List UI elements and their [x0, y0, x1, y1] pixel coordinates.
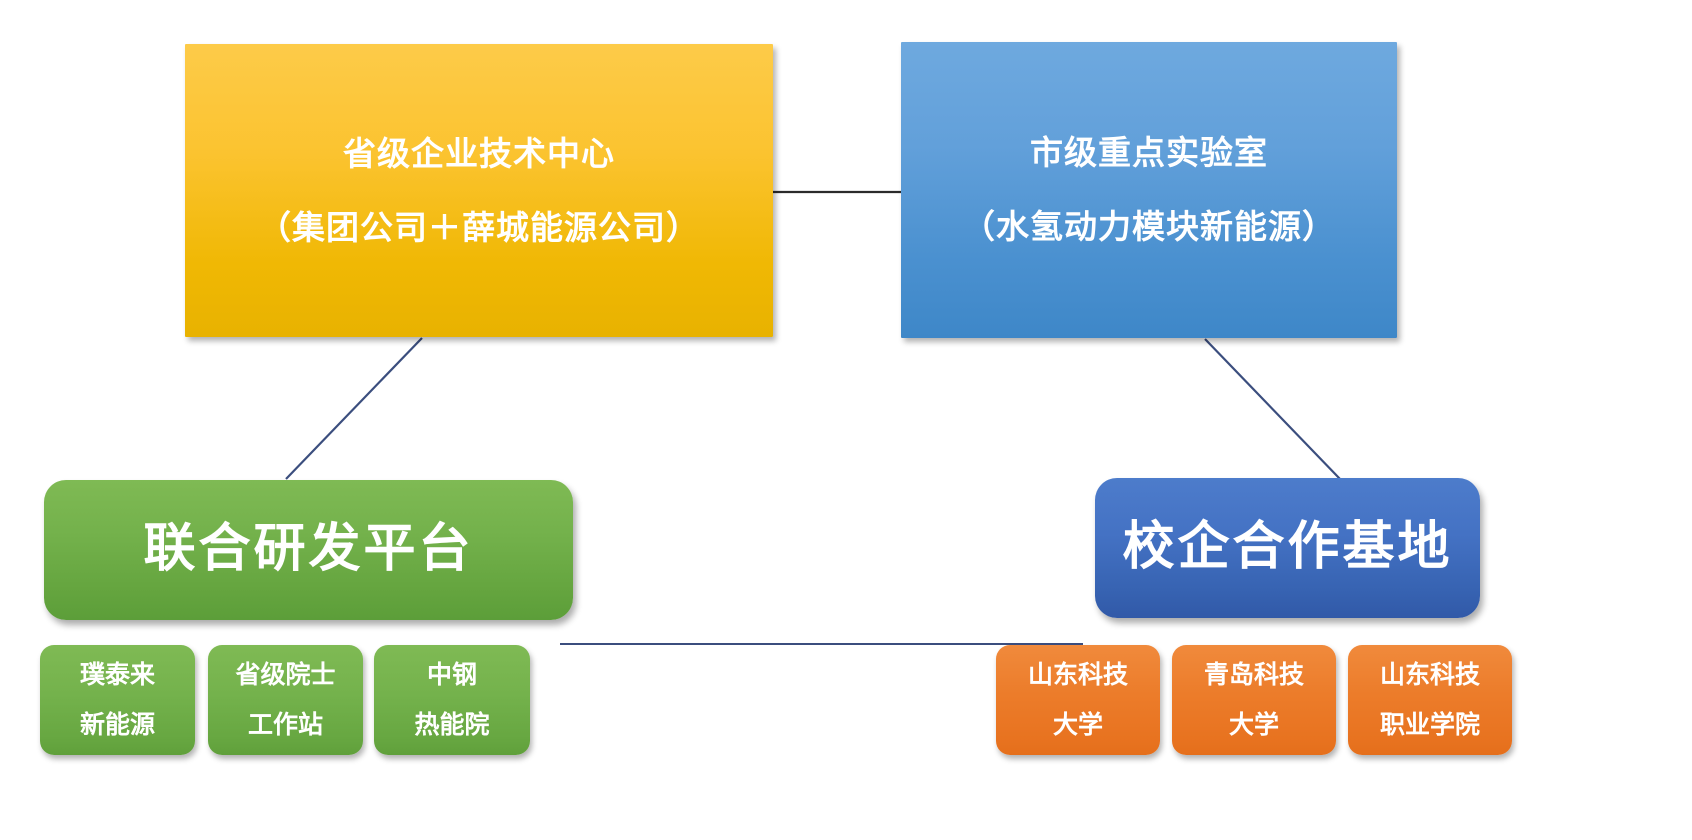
leaf-node-shandong-university-of-science-and-technology[interactable]: 山东科技 大学: [996, 645, 1160, 755]
leaf-label-line1: 省级院士: [235, 661, 336, 689]
node-title-line1: 校企合作基地: [1122, 518, 1453, 577]
leaf-label-line2: 新能源: [79, 711, 155, 739]
leaf-label-line1: 璞泰来: [79, 661, 155, 689]
node-school-enterprise-cooperation-base[interactable]: 校企合作基地: [1095, 478, 1480, 618]
node-municipal-key-laboratory[interactable]: 市级重点实验室 （水氢动力模块新能源）: [901, 42, 1397, 338]
leaf-node-sinosteel-thermal-energy-institute[interactable]: 中钢 热能院: [374, 645, 530, 755]
leaf-label-line1: 山东科技: [1027, 661, 1128, 689]
leaf-label-line1: 山东科技: [1379, 661, 1480, 689]
connector-center-to-platform: [285, 337, 423, 480]
leaf-label-line2: 工作站: [247, 711, 323, 739]
leaf-node-qingdao-university-of-science-and-technology[interactable]: 青岛科技 大学: [1172, 645, 1336, 755]
node-joint-rd-platform[interactable]: 联合研发平台: [44, 480, 573, 620]
connector-lab-to-base: [1204, 338, 1341, 480]
leaf-label-line1: 中钢: [426, 661, 477, 689]
leaf-node-shandong-vocational-college-of-science-and-technology[interactable]: 山东科技 职业学院: [1348, 645, 1512, 755]
node-title-line1: 省级企业技术中心: [343, 134, 615, 172]
leaf-node-putailai-new-energy[interactable]: 璞泰来 新能源: [40, 645, 195, 755]
leaf-label-line1: 青岛科技: [1203, 661, 1304, 689]
leaf-node-provincial-academician-workstation[interactable]: 省级院士 工作站: [208, 645, 363, 755]
leaf-label-line2: 职业学院: [1379, 711, 1480, 739]
leaf-label-line2: 大学: [1228, 711, 1279, 739]
node-title-line2: （水氢动力模块新能源）: [962, 208, 1336, 245]
leaf-label-line2: 热能院: [414, 711, 490, 739]
node-title-line1: 市级重点实验室: [1030, 134, 1268, 172]
leaf-label-line2: 大学: [1052, 711, 1103, 739]
node-title-line1: 联合研发平台: [143, 520, 474, 579]
node-provincial-enterprise-tech-center[interactable]: 省级企业技术中心 （集团公司＋薛城能源公司）: [185, 44, 773, 337]
node-title-line2: （集团公司＋薛城能源公司）: [258, 208, 700, 246]
